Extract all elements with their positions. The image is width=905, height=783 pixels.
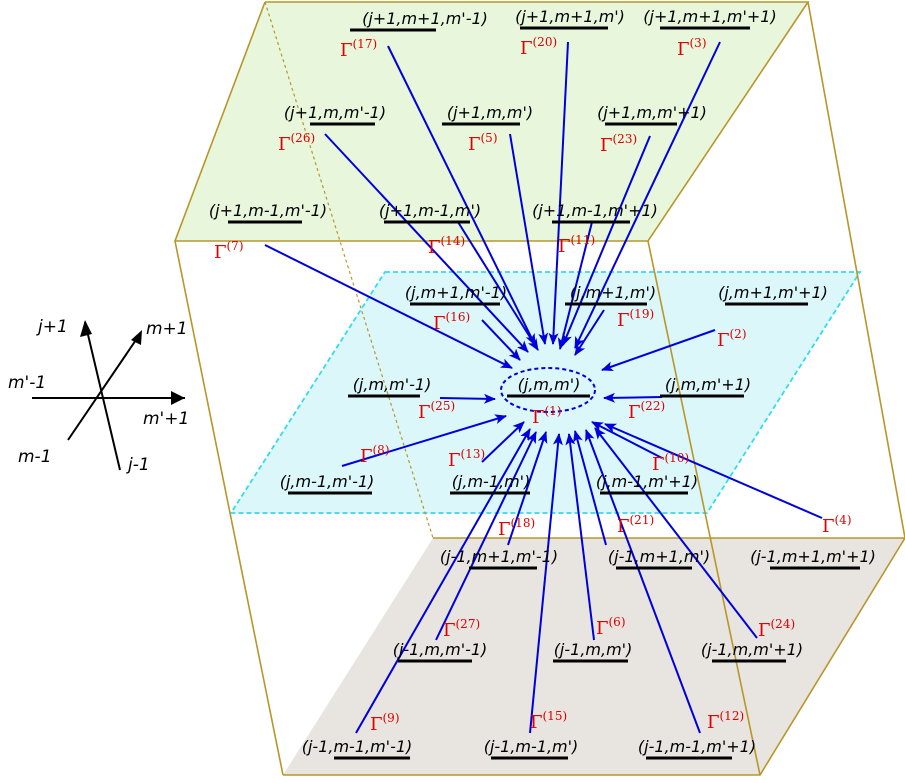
arrow-gamma-20 (548, 41, 569, 345)
gamma-label-25: Γ(25) (418, 399, 455, 423)
gamma-label-12: Γ(12) (707, 709, 744, 733)
state-labels: (j+1,m+1,m'-1) Γ(17) (j+1,m+1,m') Γ(20) (j+1… (209, 7, 876, 760)
state-label: (j-1,m,m'+1) (701, 640, 803, 659)
axis-label-m-minus: m-1 (18, 447, 52, 467)
arrow-gamma-8 (341, 414, 507, 467)
state-label: (j+1,m+1,m') (515, 7, 625, 26)
gamma-label-6: Γ(6) (596, 615, 626, 639)
arrow-gamma-24 (594, 427, 758, 639)
state-label: (j,m,m'-1) (353, 375, 432, 394)
state-label: (j-1,m-1,m'+1) (638, 737, 756, 756)
state-label: (j+1,m-1,m'-1) (209, 201, 327, 220)
axis-label-mp-minus: m'-1 (8, 373, 46, 393)
center-ellipse (500, 367, 596, 413)
state-label: (j,m+1,m'+1) (718, 283, 828, 302)
gamma-label-15: Γ(15) (530, 709, 567, 733)
arrow-gamma-6 (565, 433, 595, 641)
transition-arrows (264, 41, 823, 734)
state-label: (j+1,m-1,m'+1) (532, 201, 658, 220)
gamma-label-26: Γ(26) (278, 131, 315, 155)
state-label: (j-1,m-1,m') (484, 737, 579, 756)
arrow-gamma-13 (481, 421, 525, 463)
arrow-gamma-7 (264, 244, 513, 369)
arrow-gamma-17 (387, 45, 536, 346)
axis-label-mp-plus: m'+1 (143, 409, 189, 429)
gamma-label-10: Γ(10) (652, 451, 689, 475)
state-label: (j,m-1,m'+1) (596, 472, 698, 491)
gamma-label-27: Γ(27) (443, 617, 480, 641)
axis-label-j-minus: j-1 (126, 455, 150, 475)
state-label: (j-1,m+1,m'-1) (440, 547, 558, 566)
gamma-label-2: Γ(2) (717, 327, 747, 351)
gamma-label-13: Γ(13) (448, 447, 485, 471)
arrow-gamma-14 (457, 221, 539, 351)
top-plane (175, 2, 808, 241)
arrow-gamma-16 (481, 319, 521, 361)
state-label: (j-1,m,m') (554, 640, 633, 659)
state-label: (j-1,m+1,m') (608, 547, 710, 566)
arrow-gamma-2 (601, 329, 716, 372)
state-label: (j,m,m'+1) (665, 375, 751, 394)
state-label: (j+1,m+1,m'-1) (362, 9, 488, 28)
state-label: (j+1,m,m'-1) (284, 103, 386, 122)
axis-label-m-plus: m+1 (146, 319, 188, 339)
arrow-gamma-12 (585, 429, 701, 734)
arrow-gamma-26 (324, 133, 529, 353)
center-label: (j,m,m') (518, 375, 581, 394)
axis-label-j-plus: j+1 (36, 317, 68, 337)
gamma-label-19: Γ(19) (617, 307, 654, 331)
gamma-label-7: Γ(7) (214, 239, 244, 263)
arrow-gamma-25 (439, 393, 496, 404)
gamma-label-14: Γ(14) (428, 234, 465, 258)
arrow-gamma-18 (507, 431, 548, 546)
state-label: (j+1,m-1,m') (379, 201, 481, 220)
state-label: (j,m-1,m'-1) (280, 472, 375, 491)
box-edges (173, 1, 905, 776)
gamma-label-18: Γ(18) (498, 516, 535, 540)
arrow-gamma-4 (604, 423, 823, 519)
gamma-label-11: Γ(11) (558, 233, 595, 257)
gamma-label-23: Γ(23) (600, 132, 637, 156)
arrow-gamma-11 (557, 221, 593, 350)
state-label: (j-1,m,m'-1) (393, 640, 488, 659)
arrow-gamma-9 (355, 428, 531, 734)
arrow-gamma-23 (562, 135, 651, 346)
arrow-gamma-5 (509, 133, 549, 345)
gamma-label-17: Γ(17) (340, 37, 377, 61)
arrow-gamma-21 (573, 430, 607, 546)
arrow-gamma-15 (529, 433, 563, 734)
gamma-label-8: Γ(8) (360, 443, 390, 467)
gamma-label-21: Γ(21) (617, 513, 654, 537)
state-label: (j+1,m+1,m'+1) (643, 7, 776, 26)
arrow-gamma-19 (574, 309, 605, 356)
arrow-gamma-3 (574, 41, 721, 349)
state-label: (j,m+1,m') (570, 283, 656, 302)
state-label: (j-1,m+1,m'+1) (750, 547, 876, 566)
gamma-label-20: Γ(20) (520, 35, 557, 59)
center-gamma: Γ(1) (532, 404, 562, 428)
gamma-label-9: Γ(9) (370, 711, 400, 735)
gamma-label-3: Γ(3) (677, 36, 707, 60)
state-label: (j,m+1,m'-1) (405, 283, 507, 302)
state-label: (j-1,m-1,m'-1) (302, 737, 413, 756)
gamma-label-22: Γ(22) (628, 399, 665, 423)
state-label: (j+1,m,m'+1) (597, 103, 707, 122)
state-label: (j+1,m,m') (447, 103, 533, 122)
arrow-gamma-22 (603, 392, 663, 403)
axes-icon (32, 320, 185, 471)
state-label: (j,m-1,m') (452, 472, 531, 491)
gamma-label-16: Γ(16) (433, 310, 470, 334)
gamma-label-5: Γ(5) (468, 131, 498, 155)
gamma-label-24: Γ(24) (758, 617, 795, 641)
arrow-gamma-27 (435, 431, 537, 641)
gamma-label-4: Γ(4) (822, 513, 852, 537)
bottom-plane (283, 538, 905, 775)
